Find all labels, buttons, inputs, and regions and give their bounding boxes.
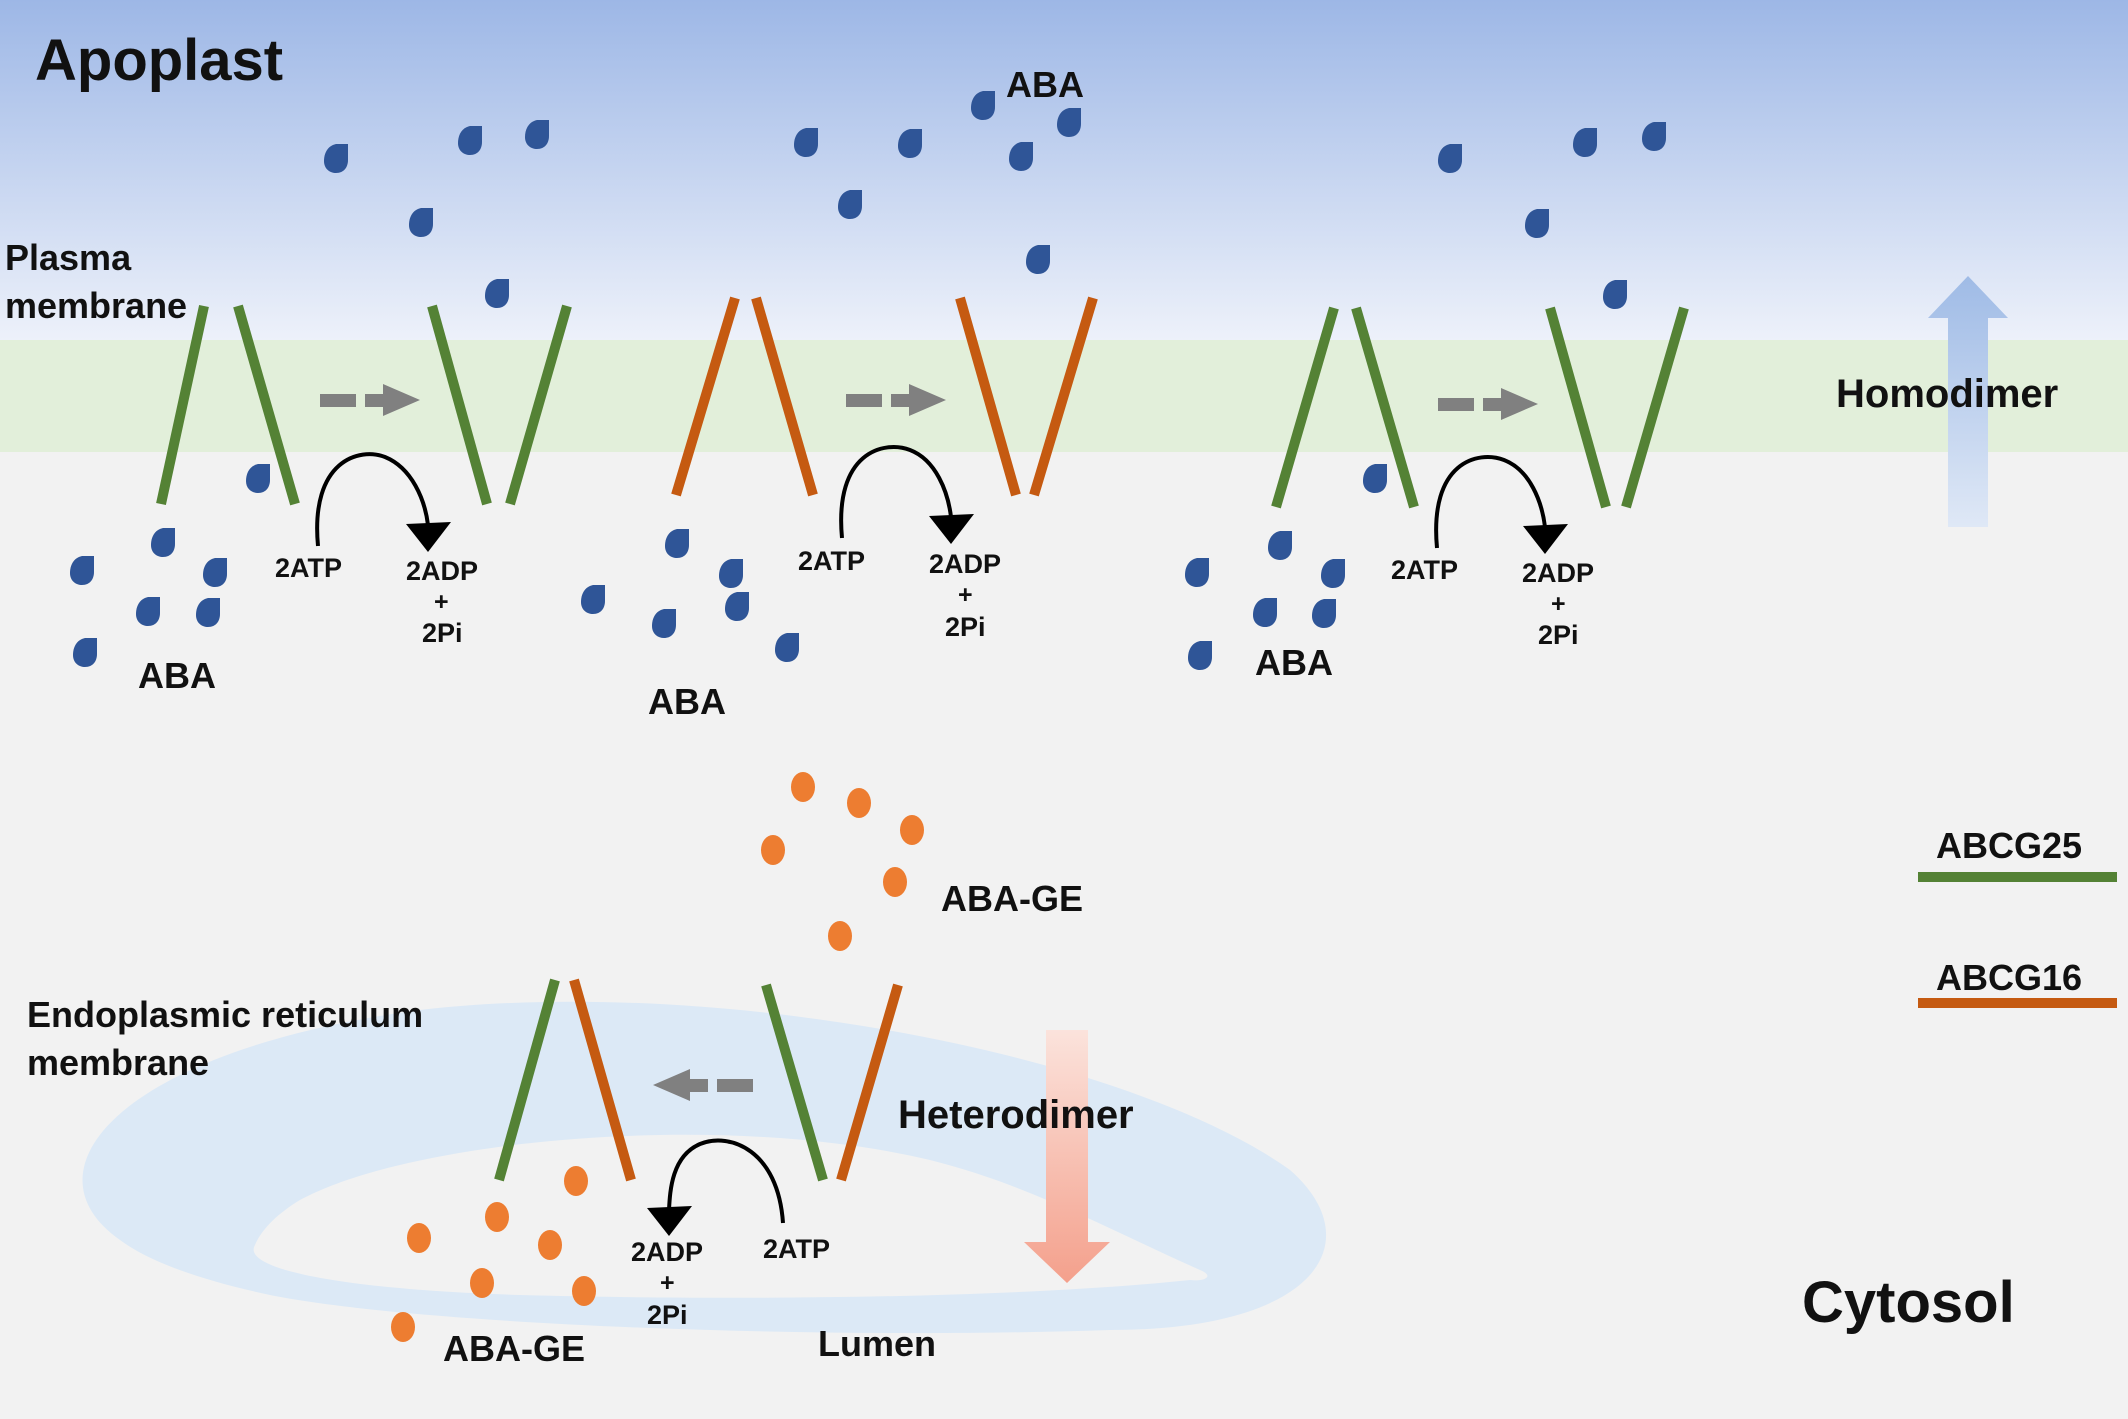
adp-label-3: 2ADP (1522, 558, 1594, 588)
aba-ge-label-cytosol: ABA-GE (941, 878, 1083, 919)
plus-label-3: + (1551, 590, 1566, 618)
transporter-abcg25-homodimer-2 (1271, 306, 1689, 509)
pi-label-3: 2Pi (1538, 620, 1579, 650)
heterodimer-direction-arrow (1024, 1030, 1110, 1283)
atp-label-3: 2ATP (1391, 555, 1458, 585)
aba-label-cytosol-1: ABA (138, 655, 216, 696)
homodimer-direction-arrow (1928, 276, 2008, 527)
homodimer-label: Homodimer (1836, 372, 2058, 416)
aba-ge-molecules (391, 772, 924, 1342)
apoplast-region (0, 0, 2128, 340)
pi-label-1: 2Pi (422, 618, 463, 648)
plasma-membrane-label-line1: Plasma (5, 237, 132, 278)
adp-label-4: 2ADP (631, 1237, 703, 1267)
er-membrane-label-line2: membrane (27, 1042, 209, 1083)
pi-label-2: 2Pi (945, 612, 986, 642)
atp-arrows (315, 445, 1547, 1224)
plus-label-2: + (958, 581, 973, 609)
transporter-heterodimer (494, 978, 903, 1182)
aba-label-cytosol-3: ABA (1255, 642, 1333, 683)
aba-label-cytosol-2: ABA (648, 681, 726, 722)
atp-label-2: 2ATP (798, 546, 865, 576)
atp-label-1: 2ATP (275, 553, 342, 583)
apoplast-label: Apoplast (35, 28, 283, 93)
aba-ge-label-lumen: ABA-GE (443, 1328, 585, 1369)
transporter-abcg16-homodimer (671, 296, 1098, 497)
transporter-abcg25-homodimer-1 (156, 304, 572, 506)
pi-label-4: 2Pi (647, 1300, 688, 1330)
er-membrane-label-line1: Endoplasmic reticulum (27, 994, 423, 1035)
plus-label-4: + (660, 1269, 675, 1297)
legend-abcg16-label: ABCG16 (1936, 957, 2082, 998)
atp-arrowheads (406, 514, 1568, 1236)
legend-abcg25-label: ABCG25 (1936, 825, 2082, 866)
plasma-membrane-label-line2: membrane (5, 285, 187, 326)
lumen-label: Lumen (818, 1323, 936, 1364)
er-lumen (253, 1134, 1208, 1298)
plus-label-1: + (434, 588, 449, 616)
conformation-arrows (320, 384, 1538, 1101)
heterodimer-label: Heterodimer (898, 1093, 1134, 1137)
adp-label-2: 2ADP (929, 549, 1001, 579)
aba-label-apoplast: ABA (1006, 64, 1084, 105)
cytosol-label: Cytosol (1802, 1270, 2015, 1335)
adp-label-1: 2ADP (406, 556, 478, 586)
atp-label-4: 2ATP (763, 1234, 830, 1264)
